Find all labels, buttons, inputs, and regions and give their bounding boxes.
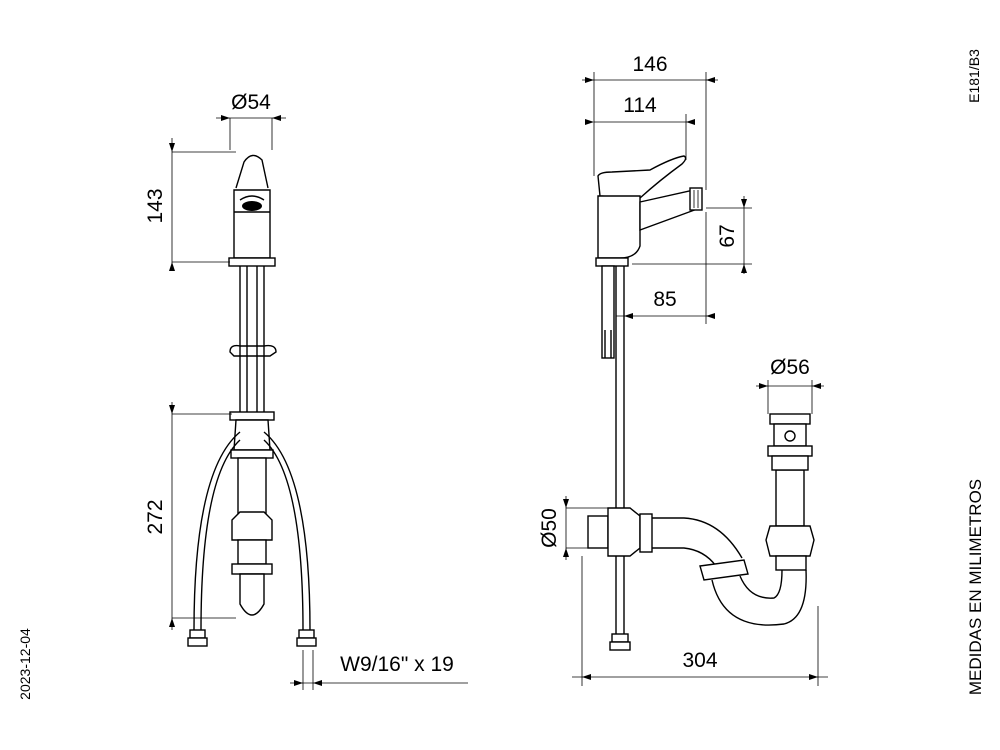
height-272-label: 272: [144, 499, 167, 534]
units-note: MEDIDAS EN MILIMETROS: [966, 479, 985, 695]
width-146-label: 146: [632, 53, 667, 76]
height-67-label: 67: [716, 224, 739, 247]
diameter-54-label: Ø54: [231, 91, 271, 114]
width-304-label: 304: [682, 649, 717, 672]
side-dimensions: 146 114 67 85 Ø56 Ø50: [538, 53, 828, 686]
diameter-50-label: Ø50: [538, 508, 561, 548]
front-dimensions: Ø54 143 272 W9/16" x 19: [144, 91, 468, 690]
side-view: [587, 155, 815, 651]
drawing-date: 2023-12-04: [17, 628, 33, 700]
front-view: [187, 154, 317, 647]
height-143-label: 143: [144, 188, 167, 223]
width-114-label: 114: [623, 94, 657, 117]
drawing-code: E181/B3: [966, 49, 982, 103]
diameter-56-label: Ø56: [770, 356, 810, 379]
thread-label: W9/16" x 19: [340, 653, 454, 676]
width-85-label: 85: [653, 288, 676, 311]
